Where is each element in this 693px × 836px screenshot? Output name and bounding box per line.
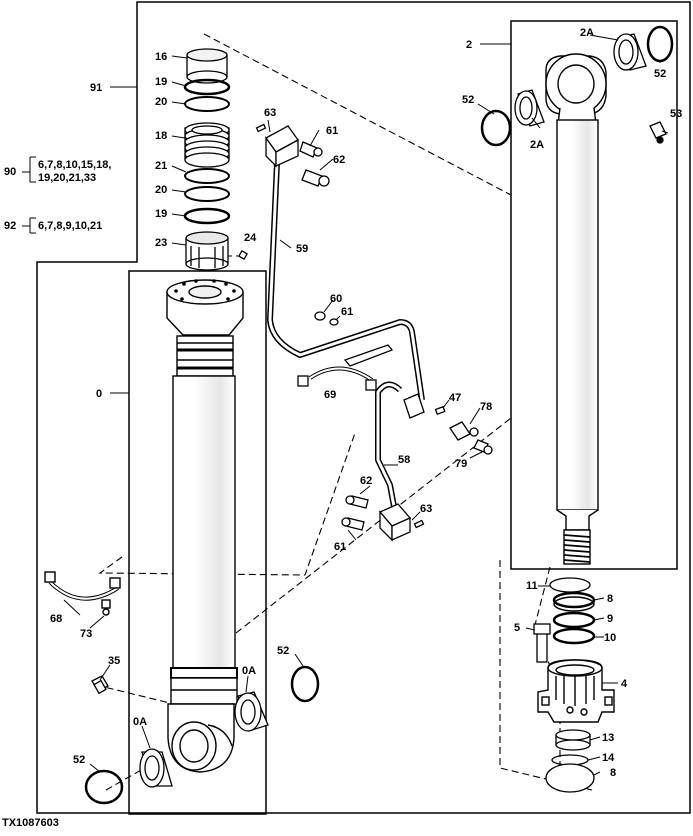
backup-ring bbox=[183, 78, 231, 96]
callout-47: 47 bbox=[449, 392, 461, 404]
callout-61-mid: 61 bbox=[341, 306, 353, 318]
snap-rings bbox=[84, 25, 674, 805]
callout-20-top: 20 bbox=[155, 96, 167, 108]
hydraulic-tube-58 bbox=[375, 381, 403, 513]
callout-52-top-right: 52 bbox=[654, 68, 666, 80]
hydraulic-tube-58-inner bbox=[376, 383, 402, 513]
callout-35: 35 bbox=[108, 655, 120, 667]
callout-0: 0 bbox=[96, 388, 102, 400]
rod-bushing-left bbox=[514, 89, 545, 127]
clevis-bushing-right bbox=[234, 691, 269, 732]
tube-fittings bbox=[403, 393, 493, 455]
callout-23: 23 bbox=[155, 237, 167, 249]
figure-reference: TX1087603 bbox=[2, 817, 59, 829]
callout-21: 21 bbox=[155, 160, 167, 172]
piston-bolt bbox=[533, 623, 551, 663]
wear-ring bbox=[184, 168, 230, 184]
callout-52-mid-left: 52 bbox=[462, 94, 474, 106]
kit-92-number: 92 bbox=[4, 220, 16, 232]
callout-52-mid: 52 bbox=[277, 645, 289, 657]
callout-18: 18 bbox=[155, 130, 167, 142]
kit-90-number: 90 bbox=[4, 166, 16, 178]
clevis-bushing-left bbox=[139, 748, 173, 788]
callout-2: 2 bbox=[466, 39, 472, 51]
hose-clamp-left bbox=[44, 571, 121, 616]
o-ring bbox=[184, 96, 230, 112]
outer-frame bbox=[36, 1, 691, 814]
callout-63-lower: 63 bbox=[420, 503, 432, 515]
grease-fitting bbox=[91, 675, 109, 695]
o-ring-lower bbox=[184, 186, 230, 202]
callout-0A-right: 0A bbox=[242, 665, 256, 677]
callout-9: 9 bbox=[607, 613, 613, 625]
callout-62-upper: 62 bbox=[333, 154, 345, 166]
callout-19-bottom: 19 bbox=[155, 208, 167, 220]
callout-61-upper: 61 bbox=[326, 125, 338, 137]
set-screw bbox=[238, 250, 248, 260]
piston-seal-stack bbox=[549, 577, 596, 645]
cylinder-barrel-frame bbox=[128, 270, 267, 815]
rod-frame bbox=[510, 20, 678, 570]
bushing bbox=[186, 48, 228, 84]
callout-19-top: 19 bbox=[155, 76, 167, 88]
piston-nut bbox=[185, 231, 229, 271]
kit-90-parts-line1: 6,7,8,10,15,18, bbox=[38, 159, 111, 171]
callout-5: 5 bbox=[514, 622, 520, 634]
piston-lower-parts bbox=[545, 729, 595, 793]
callout-2A-bottom: 2A bbox=[530, 139, 544, 151]
hose-clamp-center bbox=[297, 344, 394, 391]
callout-24: 24 bbox=[244, 232, 257, 244]
callout-53: 53 bbox=[670, 108, 682, 120]
callout-11: 11 bbox=[526, 580, 538, 592]
callout-78: 78 bbox=[480, 401, 492, 413]
callout-10: 10 bbox=[604, 632, 616, 644]
callout-62-lower: 62 bbox=[360, 475, 372, 487]
callout-leaders bbox=[22, 34, 669, 776]
callout-13: 13 bbox=[602, 732, 614, 744]
rod-grease-fitting bbox=[649, 121, 667, 144]
callout-20-bottom: 20 bbox=[155, 184, 167, 196]
callout-91: 91 bbox=[90, 82, 102, 94]
piston bbox=[537, 659, 615, 723]
callout-73: 73 bbox=[80, 628, 92, 640]
callout-69: 69 bbox=[324, 389, 336, 401]
nut-washer bbox=[314, 311, 339, 326]
callout-2A-top: 2A bbox=[580, 27, 594, 39]
callout-59: 59 bbox=[296, 243, 308, 255]
callout-52-bottom-left: 52 bbox=[73, 754, 85, 766]
tube-block-upper bbox=[255, 123, 330, 187]
callout-labels: 91 16 19 20 18 21 20 19 23 24 90 6,7,8,1… bbox=[4, 27, 682, 779]
callout-68: 68 bbox=[50, 613, 62, 625]
callout-60: 60 bbox=[330, 293, 342, 305]
kit-92-parts: 6,7,8,9,10,21 bbox=[38, 220, 102, 232]
tube-block-lower bbox=[341, 495, 425, 542]
callout-63-upper: 63 bbox=[264, 107, 276, 119]
cylinder-barrel bbox=[166, 279, 244, 773]
hydraulic-tube-59-inner bbox=[268, 139, 424, 401]
callout-8-bottom: 8 bbox=[610, 767, 616, 779]
rod-bushing-right bbox=[613, 33, 647, 71]
callout-61-lower: 61 bbox=[334, 541, 346, 553]
seal-kit-stack bbox=[183, 48, 248, 271]
backup-ring-lower bbox=[183, 207, 231, 225]
piston-rod bbox=[545, 53, 607, 565]
packing bbox=[184, 122, 230, 168]
callout-58: 58 bbox=[398, 454, 410, 466]
callout-8-top: 8 bbox=[607, 593, 613, 605]
callout-4: 4 bbox=[621, 678, 628, 690]
callout-0A-left: 0A bbox=[133, 716, 147, 728]
kit-90-parts-line2: 19,20,21,33 bbox=[38, 172, 96, 184]
callout-16: 16 bbox=[155, 51, 167, 63]
callout-14: 14 bbox=[602, 752, 615, 764]
callout-79: 79 bbox=[455, 458, 467, 470]
